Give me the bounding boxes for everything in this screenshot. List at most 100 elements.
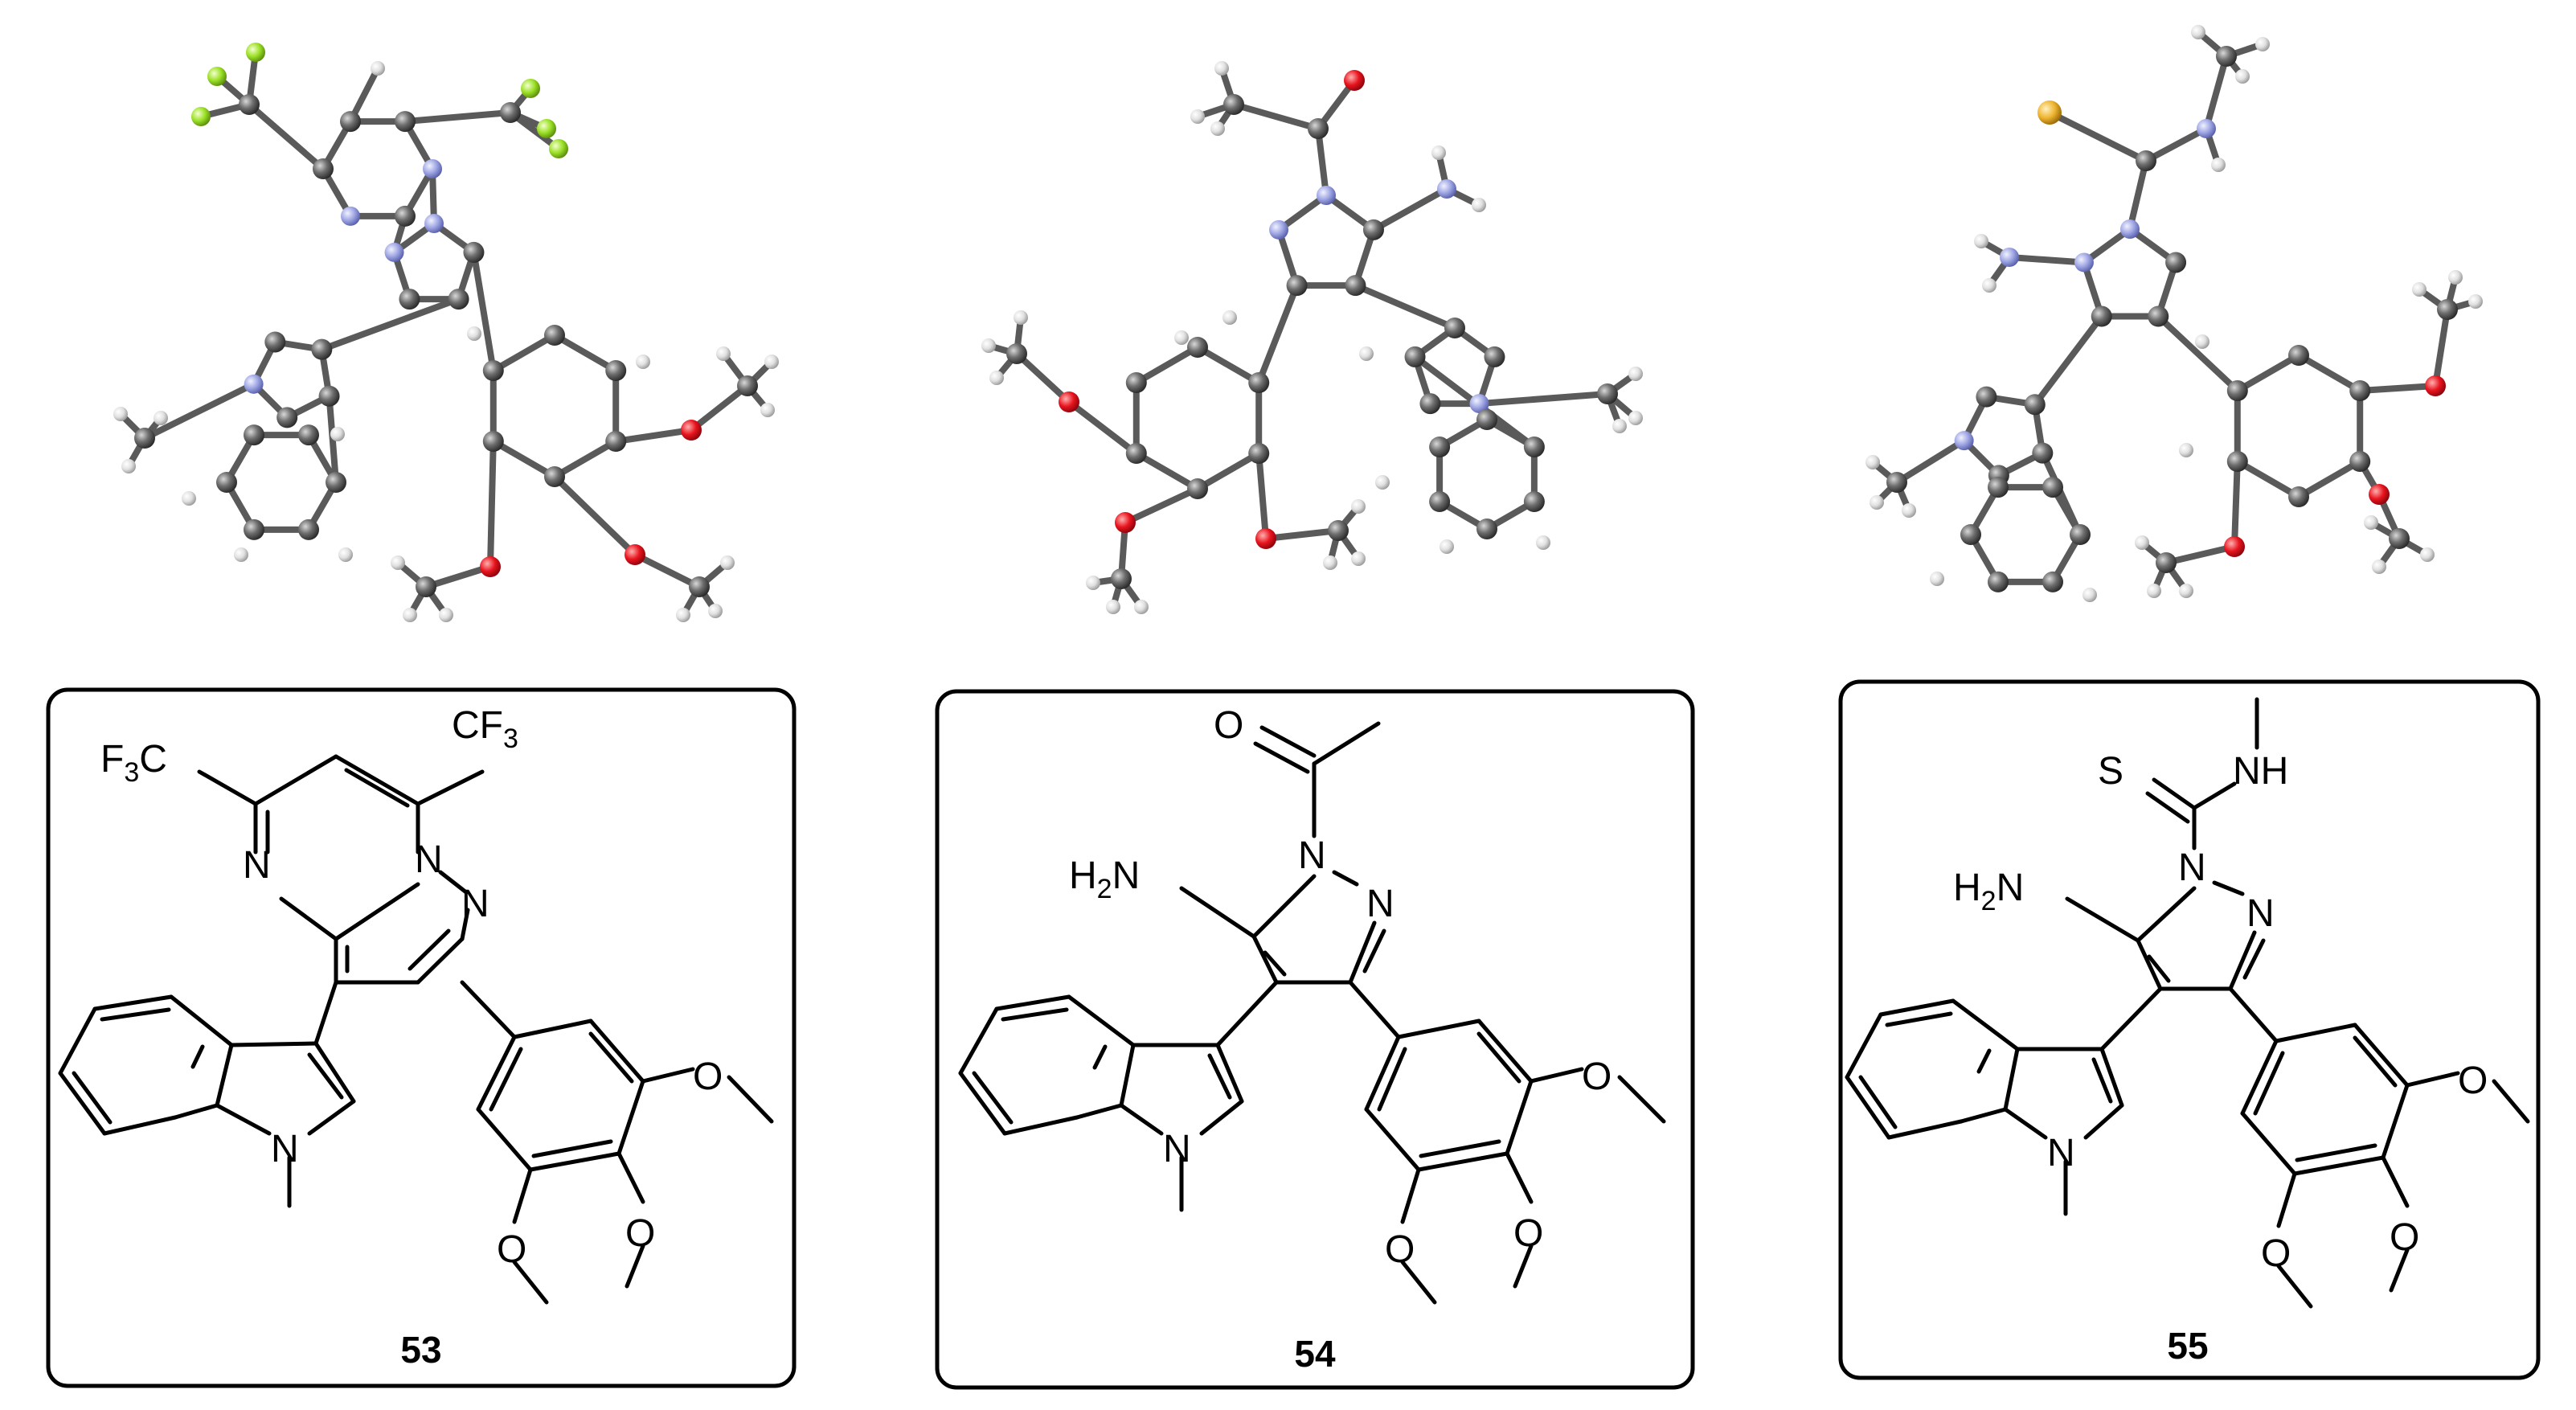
atom-C — [605, 360, 627, 381]
bond-stick — [402, 109, 514, 125]
label-o3: O — [1385, 1228, 1415, 1271]
atom-C — [1444, 318, 1465, 338]
atom-H — [2147, 584, 2161, 598]
atom-H — [1323, 555, 1337, 570]
atom-C — [1111, 568, 1132, 589]
atom-C — [2349, 451, 2371, 472]
atom-C — [1248, 443, 1270, 464]
atom-H — [1982, 278, 1997, 293]
label-n-indole: N — [1163, 1128, 1191, 1170]
atom-C — [689, 576, 710, 597]
bond-stick — [2155, 313, 2241, 394]
atom-H — [403, 608, 417, 622]
atom-H — [2412, 282, 2427, 297]
bond-stick — [489, 332, 558, 374]
bond-stick — [470, 248, 497, 374]
bond-stick — [2234, 458, 2302, 500]
atom-N — [2197, 119, 2216, 138]
atom-F — [549, 139, 568, 158]
atom-O — [480, 556, 501, 577]
label-o1: O — [693, 1055, 723, 1098]
atom-H — [182, 491, 196, 506]
bond-stick — [487, 438, 497, 570]
atom-H — [391, 555, 405, 570]
bond-stick — [1122, 486, 1201, 526]
bond-stick — [2163, 543, 2238, 566]
atom-C — [544, 466, 565, 487]
bond-stick — [2203, 53, 2230, 132]
bond-stick — [688, 383, 751, 433]
atom-H — [760, 403, 775, 417]
structure-54 — [958, 721, 1666, 1305]
label-o2: O — [625, 1212, 655, 1255]
atom-H — [1086, 576, 1100, 590]
atom-S — [2037, 100, 2062, 125]
label-n2: N — [1366, 883, 1394, 925]
atom-C — [1187, 337, 1208, 358]
atom-F — [521, 79, 540, 98]
atom-C — [313, 158, 334, 179]
atom-H — [2191, 25, 2205, 39]
label-n-indole: N — [271, 1128, 299, 1170]
atom-H — [1870, 495, 1884, 510]
panel-53-frame — [46, 687, 797, 1388]
atom-N — [244, 374, 264, 394]
atom-H — [2135, 535, 2149, 550]
atom-H — [113, 407, 128, 421]
atom-H — [338, 547, 353, 562]
atom-C — [1006, 343, 1027, 364]
label-cf3-right: CF3 — [452, 704, 518, 754]
atom-C — [2437, 299, 2458, 320]
atom-C — [482, 431, 504, 452]
atom-C — [1187, 478, 1208, 499]
atom-H — [1222, 310, 1237, 325]
atom-C — [2288, 345, 2309, 366]
atom-C — [2288, 486, 2309, 507]
atom-C — [1523, 491, 1545, 512]
atom-C — [482, 360, 504, 381]
bond-stick — [1194, 450, 1263, 492]
atom-C — [2216, 46, 2237, 67]
atom-C — [605, 431, 627, 452]
bond-stick — [1255, 450, 1269, 542]
atom-H — [1174, 330, 1189, 345]
labels-53: F3C CF3 N N N N O O O — [100, 704, 723, 1271]
atom-C — [264, 331, 286, 353]
atom-C — [1988, 477, 2009, 498]
atom-O — [1344, 70, 1365, 91]
label-nh2: H2N — [1069, 855, 1140, 904]
atom-C — [2032, 442, 2054, 464]
bond-stick — [2127, 158, 2149, 232]
atom-H — [2083, 588, 2097, 602]
atom-H — [676, 608, 690, 622]
model-55-3d — [1865, 25, 2483, 602]
label-n-indole: N — [2047, 1132, 2075, 1174]
atom-H — [1210, 121, 1225, 136]
bond-stick — [1476, 391, 1611, 408]
atom-C — [2156, 552, 2177, 573]
atom-H — [1134, 600, 1149, 614]
atom-O — [2425, 375, 2446, 396]
atom-H — [154, 411, 168, 425]
bond-stick — [1231, 101, 1321, 132]
panel-54: O H2N N N N O O O 54 — [935, 689, 1695, 1390]
atom-H — [467, 326, 481, 341]
bond-stick — [489, 438, 558, 480]
atom-C — [2042, 571, 2063, 592]
atom-H — [1014, 310, 1028, 325]
atom-C — [2070, 524, 2091, 545]
atom-H — [989, 371, 1004, 385]
label-nh: NH — [2233, 750, 2288, 793]
atom-C — [1886, 472, 1907, 493]
label-o3: O — [2261, 1232, 2291, 1275]
bond-stick — [423, 564, 493, 590]
bond-stick — [2031, 313, 2105, 408]
atom-C — [1125, 443, 1147, 464]
atom-O — [1115, 512, 1136, 533]
atom-H — [2211, 158, 2226, 172]
atom-C — [2165, 252, 2187, 273]
atom-N — [341, 206, 360, 226]
atom-H — [1375, 475, 1390, 490]
atom-C — [2091, 305, 2112, 327]
atom-O — [625, 544, 645, 565]
